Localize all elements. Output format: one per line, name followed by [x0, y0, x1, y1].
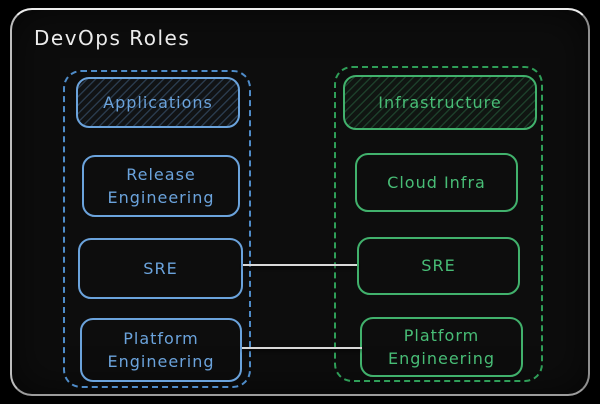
- connector-sre-to-sre: [243, 264, 357, 266]
- node-sre-applications: SRE: [78, 238, 243, 299]
- node-platform-engineering-infrastructure: Platform Engineering: [360, 317, 523, 377]
- node-release-engineering-label: Release Engineering: [107, 164, 215, 207]
- node-applications-label: Applications: [103, 92, 213, 112]
- connector-platform-to-platform: [242, 347, 362, 349]
- node-sre-infrastructure: SRE: [357, 237, 520, 295]
- node-cloud-infra-label: Cloud Infra: [387, 172, 486, 192]
- node-release-engineering: Release Engineering: [82, 155, 240, 217]
- node-infrastructure: Infrastructure: [343, 75, 537, 130]
- node-cloud-infra: Cloud Infra: [355, 153, 518, 212]
- diagram-title: DevOps Roles: [34, 26, 191, 50]
- node-platform-engineering-infrastructure-label: Platform Engineering: [388, 325, 495, 368]
- infrastructure-group-outline: [334, 66, 543, 382]
- node-applications: Applications: [76, 77, 240, 128]
- node-sre-infrastructure-label: SRE: [421, 256, 456, 276]
- node-infrastructure-label: Infrastructure: [378, 92, 502, 112]
- node-platform-engineering-applications-label: Platform Engineering: [107, 328, 215, 371]
- node-platform-engineering-applications: Platform Engineering: [80, 318, 242, 382]
- node-sre-applications-label: SRE: [143, 258, 178, 278]
- frame-border: [10, 8, 590, 396]
- applications-group-outline: [63, 70, 251, 388]
